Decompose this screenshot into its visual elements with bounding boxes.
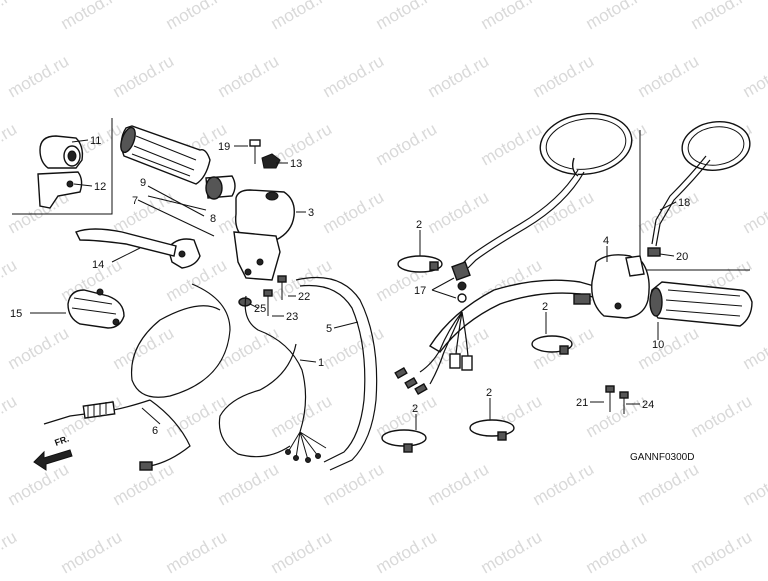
cable-1-wire-ends	[286, 432, 327, 463]
watermark-text: motod.ru	[635, 323, 703, 373]
watermark-text: motod.ru	[268, 0, 336, 33]
callout-25: 25	[254, 303, 266, 315]
clamp-15	[68, 289, 124, 328]
callout-7: 7	[132, 195, 138, 207]
callout-13: 13	[290, 158, 302, 170]
callout-15: 15	[10, 308, 22, 320]
callout-9: 9	[140, 177, 146, 189]
watermark-text: motod.ru	[5, 323, 73, 373]
watermark-text: motod.ru	[110, 323, 178, 373]
watermark-text: motod.ru	[373, 119, 441, 169]
watermark-text: motod.ru	[635, 51, 703, 101]
diagram-code: GANNF0300D	[630, 452, 694, 463]
watermark-text: motod.ru	[688, 391, 756, 441]
screw-19	[250, 140, 260, 164]
watermark-text: motod.ru	[530, 459, 598, 509]
watermark-text: motod.ru	[478, 0, 546, 33]
watermark-text: motod.ru	[215, 323, 283, 373]
watermark-text: motod.ru	[5, 51, 73, 101]
watermark-text: motod.ru	[320, 187, 388, 237]
callout-14: 14	[92, 259, 104, 271]
watermark-text: motod.ru	[425, 187, 493, 237]
callout-17: 17	[414, 285, 426, 297]
clip-2-a	[398, 256, 442, 272]
watermark-text: motod.ru	[268, 527, 336, 576]
callout-12: 12	[94, 181, 106, 193]
watermark-text: motod.ru	[215, 51, 283, 101]
watermark-text: motod.ru	[320, 459, 388, 509]
callout-10: 10	[652, 339, 664, 351]
watermark-text: motod.ru	[530, 187, 598, 237]
watermark-text: motod.ru	[740, 51, 768, 101]
watermark-text: motod.ru	[740, 323, 768, 373]
callout-3: 3	[308, 207, 314, 219]
callout-2-a: 2	[416, 219, 422, 231]
watermark-text: motod.ru	[0, 527, 20, 576]
callout-2-d: 2	[412, 403, 418, 415]
callout-23: 23	[286, 311, 298, 323]
callout-2-b: 2	[542, 301, 548, 313]
watermark-text: motod.ru	[373, 0, 441, 33]
watermark-text: motod.ru	[425, 459, 493, 509]
callout-21: 21	[576, 397, 588, 409]
watermark-text: motod.ru	[740, 459, 768, 509]
watermark-text: motod.ru	[163, 527, 231, 576]
throttle-pipe	[206, 176, 235, 199]
watermark-text: motod.ru	[583, 527, 651, 576]
watermark-text: motod.ru	[425, 51, 493, 101]
watermark-text: motod.ru	[583, 391, 651, 441]
switch-housing-right	[234, 190, 294, 280]
brake-lever	[76, 229, 176, 256]
callout-20: 20	[676, 251, 688, 263]
watermark-text: motod.ru	[478, 119, 546, 169]
callout-6: 6	[152, 425, 158, 437]
watermark-text: motod.ru	[110, 51, 178, 101]
throttle-cable-5-inner	[300, 285, 365, 462]
left-grip	[650, 282, 752, 326]
watermark-text: motod.ru	[635, 459, 703, 509]
cable-6-end	[140, 462, 152, 470]
watermark-text: motod.ru	[5, 459, 73, 509]
callout-4: 4	[603, 235, 609, 247]
callout-1: 1	[318, 357, 324, 369]
watermark-text: motod.ru	[163, 0, 231, 33]
watermark-text: motod.ru	[0, 391, 20, 441]
watermark-text: motod.ru	[320, 51, 388, 101]
callout-24: 24	[642, 399, 654, 411]
clip-2-d	[382, 430, 426, 452]
watermark-text: motod.ru	[215, 459, 283, 509]
watermark-text: motod.ru	[530, 51, 598, 101]
watermark-text: motod.ru	[0, 255, 20, 305]
watermark-text: motod.ru	[0, 119, 20, 169]
watermark-text: motod.ru	[373, 527, 441, 576]
throttle-housing-upper	[40, 136, 82, 168]
watermark-text: motod.ru	[635, 187, 703, 237]
watermark-text: motod.ru	[688, 0, 756, 33]
watermark-text: motod.ru	[478, 527, 546, 576]
watermark-text: motod.ru	[583, 0, 651, 33]
watermark-text: motod.ru	[0, 0, 20, 33]
callout-22: 22	[298, 291, 310, 303]
watermark-text: motod.ru	[110, 187, 178, 237]
watermark-text: motod.ru	[740, 187, 768, 237]
watermark-text: motod.ru	[58, 527, 126, 576]
watermark-text: motod.ru	[58, 0, 126, 33]
watermark-text: motod.ru	[688, 527, 756, 576]
callout-8: 8	[210, 213, 216, 225]
mirror-right	[648, 118, 753, 256]
callout-18: 18	[678, 197, 690, 209]
callout-2-c: 2	[486, 387, 492, 399]
callout-5: 5	[326, 323, 332, 335]
callout-11: 11	[90, 135, 101, 147]
callout-19: 19	[218, 141, 230, 153]
